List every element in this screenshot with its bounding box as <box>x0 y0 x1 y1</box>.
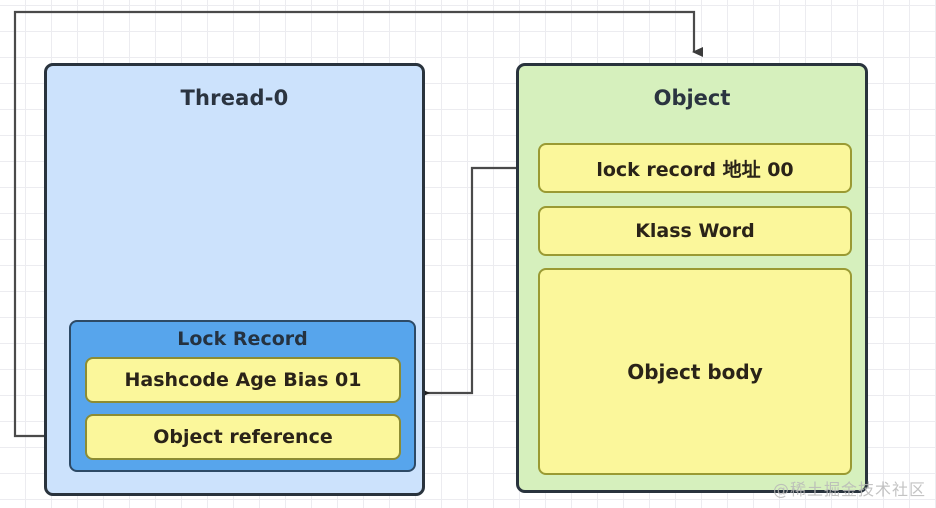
object-box[interactable]: Object lock record 地址 00 Klass Word Obje… <box>516 63 868 493</box>
lock-record-slot-object-reference[interactable]: Object reference <box>85 414 401 460</box>
object-title: Object <box>653 86 731 110</box>
thread-title: Thread-0 <box>180 86 289 110</box>
object-slot-object-body[interactable]: Object body <box>538 268 852 475</box>
watermark: @稀土掘金技术社区 <box>772 480 926 499</box>
object-slot-lock-record-address[interactable]: lock record 地址 00 <box>538 143 852 193</box>
thread-box[interactable]: Thread-0 Lock Record Hashcode Age Bias 0… <box>44 63 425 496</box>
object-slot-klass-word[interactable]: Klass Word <box>538 206 852 256</box>
lock-record-box[interactable]: Lock Record Hashcode Age Bias 01 Object … <box>69 320 416 472</box>
lock-record-slot-hashcode[interactable]: Hashcode Age Bias 01 <box>85 357 401 403</box>
lock-record-title: Lock Record <box>177 328 308 350</box>
